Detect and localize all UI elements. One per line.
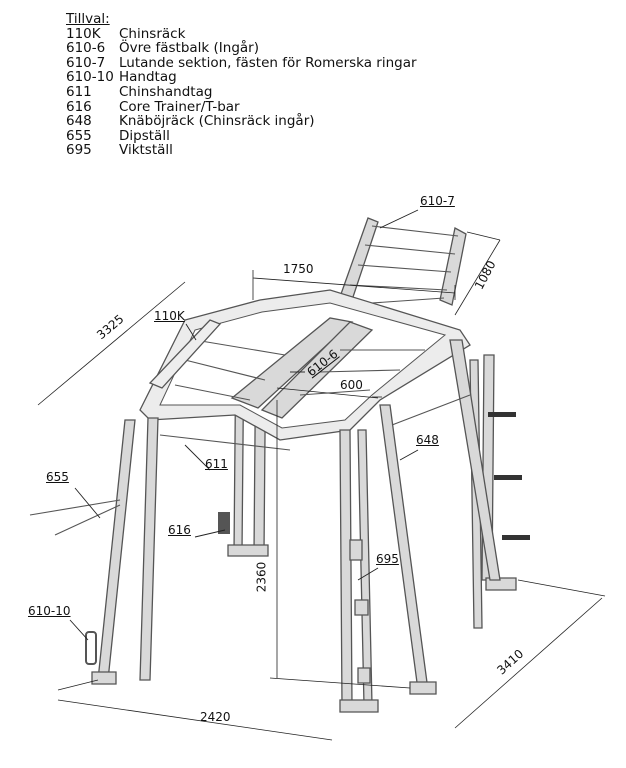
- legend-code: 616: [66, 98, 92, 115]
- callout-611: 611: [205, 457, 228, 471]
- legend-code: 648: [66, 113, 92, 130]
- dimension-lines: [37, 231, 606, 741]
- legend-desc: Viktställ: [119, 142, 173, 159]
- accessories: [29, 434, 291, 665]
- legend-item: 610-10 Handtag: [66, 70, 417, 85]
- legend-code: 610-10: [66, 69, 114, 86]
- legend-code: 655: [66, 127, 92, 144]
- legend-desc: Knäböjräck (Chinsräck ingår): [119, 113, 315, 130]
- legend-item: 110K Chinsräck: [66, 25, 417, 42]
- callout-695: 695: [376, 552, 399, 566]
- legend-item: 610-6 Övre fästbalk (Ingår): [66, 41, 417, 56]
- dim-1750: 1750: [283, 262, 314, 276]
- legend-desc: Lutande sektion, fästen för Romerska rin…: [119, 54, 417, 71]
- legend-item: 655 Dipställ: [66, 129, 417, 144]
- legend-desc: Chinsräck: [119, 25, 186, 42]
- options-legend: Tillval: 110K Chinsräck 610-6 Övre fästbal…: [66, 12, 417, 158]
- legend-code: 695: [66, 142, 92, 159]
- dim-600: 600: [340, 378, 363, 392]
- legend-code: 611: [66, 83, 92, 100]
- callout-610-7: 610-7: [420, 194, 455, 208]
- callout-655: 655: [46, 470, 69, 484]
- callout-110k: 110K: [154, 309, 185, 323]
- legend-desc: Övre fästbalk (Ingår): [119, 40, 259, 57]
- legend-desc: Chinshandtag: [119, 83, 213, 100]
- callout-610-10: 610-10: [28, 604, 71, 618]
- front-posts: [91, 339, 530, 713]
- legend-code: 110K: [66, 25, 101, 42]
- legend-code: 610-6: [66, 40, 106, 57]
- dim-2360: 2360: [254, 561, 269, 593]
- callout-648: 648: [416, 433, 439, 447]
- callout-616: 616: [168, 523, 191, 537]
- legend-desc: Dipställ: [119, 127, 170, 144]
- legend-item: 610-7 Lutande sektion, fästen för Romersk…: [66, 56, 417, 71]
- legend-item: 611 Chinshandtag: [66, 85, 417, 100]
- legend-item: 648 Knäböjräck (Chinsräck ingår): [66, 114, 417, 129]
- legend-desc: Handtag: [119, 69, 177, 86]
- legend-item: 616 Core Trainer/T-bar: [66, 98, 417, 115]
- dim-2420: 2420: [200, 710, 231, 724]
- legend-item: 695 Viktställ: [66, 143, 417, 158]
- legend-code: 610-7: [66, 54, 106, 71]
- legend-desc: Core Trainer/T-bar: [119, 98, 240, 115]
- legend-title: Tillval:: [66, 11, 110, 27]
- callout-leaders: [69, 209, 419, 641]
- top-frame: [139, 289, 471, 441]
